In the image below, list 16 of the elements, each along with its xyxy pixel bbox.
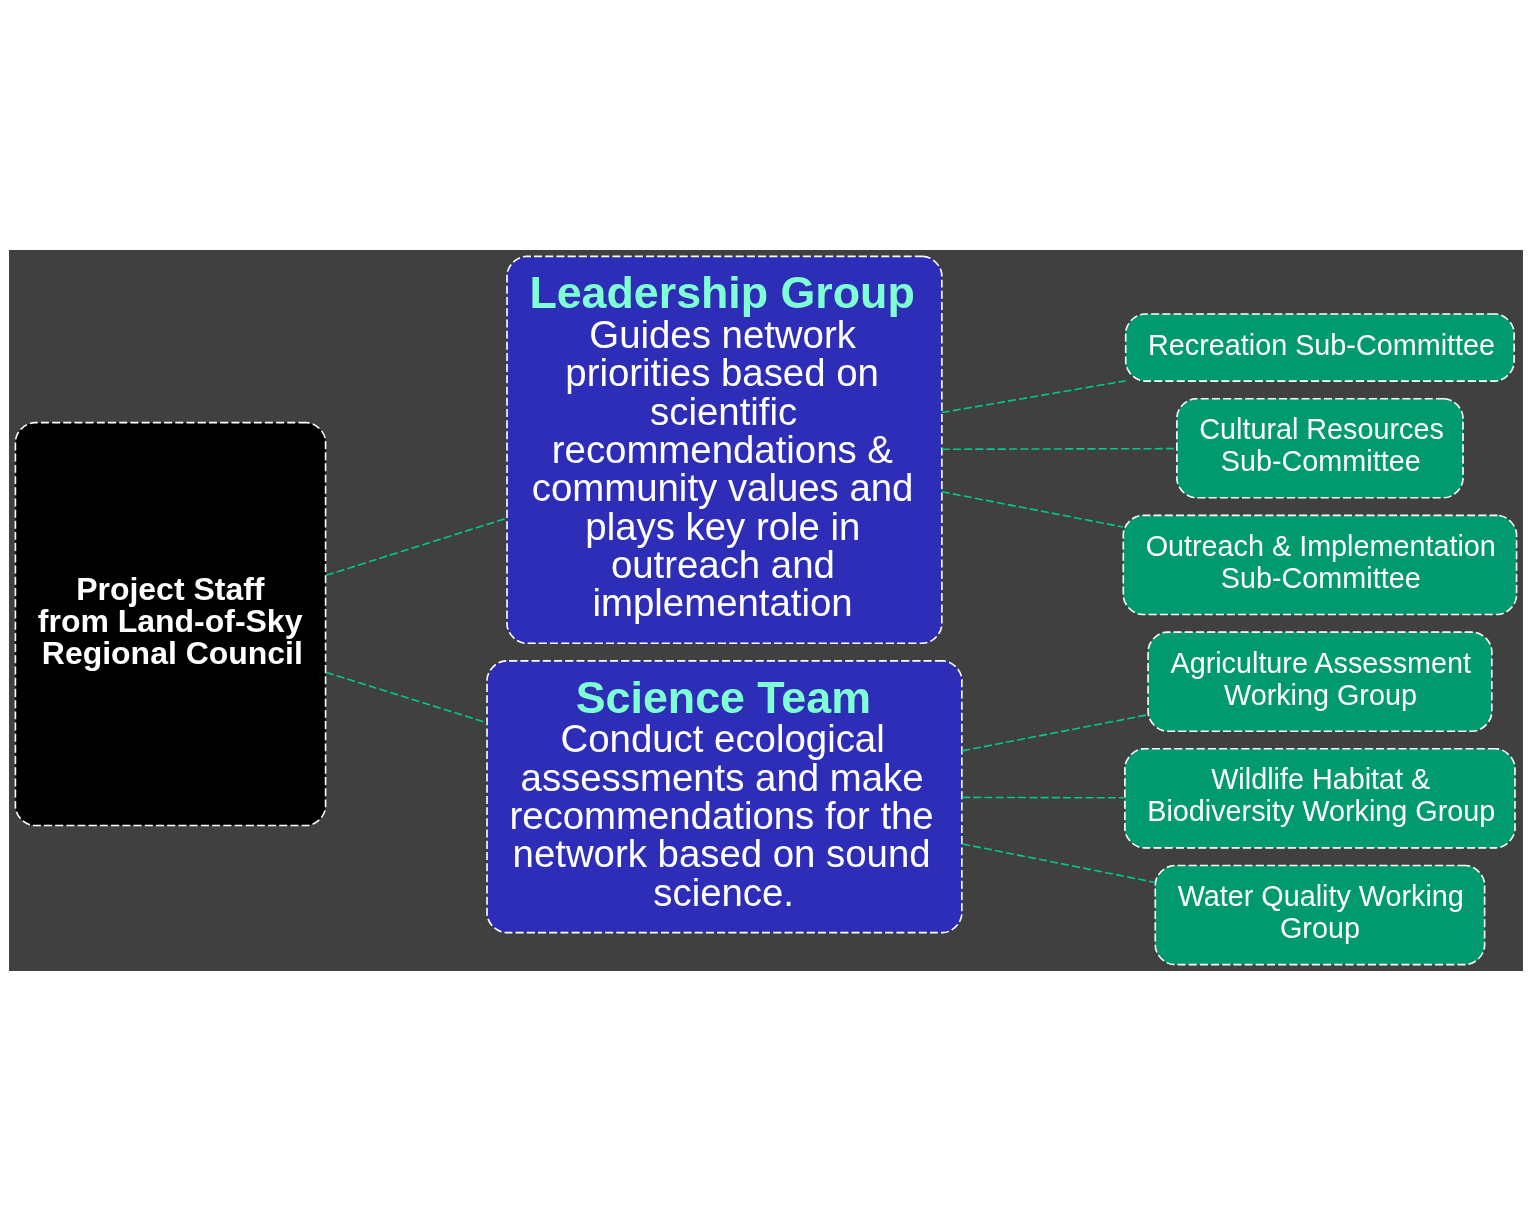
node-box: Agriculture Assessment Working Group	[1147, 631, 1493, 732]
connector	[325, 671, 488, 724]
node-box: Water Quality Working Group	[1154, 864, 1486, 966]
node-box: Project Staff from Land-of-Sky Regional Council	[14, 421, 327, 827]
connector	[961, 843, 1156, 884]
node-box: Science Team Conduct ecological assessments and make recommendations for the network based on sound science.	[486, 660, 963, 934]
connector	[941, 380, 1127, 414]
node-box: Recreation Sub-Committee	[1124, 313, 1515, 382]
connector	[961, 796, 1126, 799]
node-box: Leadership Group Guides network priorities based on scientific recommendations & community values and plays key role in outreach and implementation	[506, 255, 943, 645]
connector	[961, 713, 1149, 752]
connector	[941, 491, 1124, 528]
connector	[325, 517, 508, 577]
node-box: Cultural Resources Sub-Committee	[1176, 397, 1464, 499]
node-box: Wildlife Habitat & Biodiversity Working Group	[1124, 748, 1516, 849]
node-box: Outreach & Implementation Sub-Committee	[1122, 514, 1518, 616]
